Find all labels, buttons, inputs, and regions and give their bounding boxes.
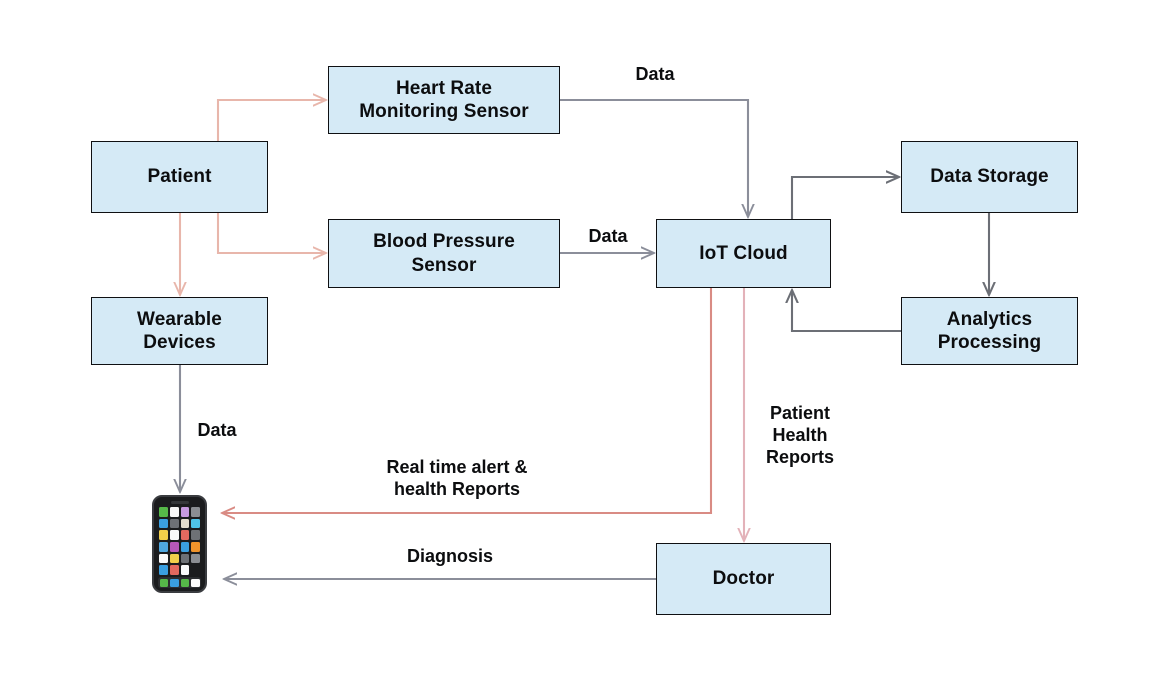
smartphone-app-icon bbox=[169, 553, 179, 564]
smartphone-app-icon bbox=[159, 542, 168, 552]
smartphone-app-icon bbox=[169, 518, 179, 529]
edge-label-data-wearable-to-smartphone: Data bbox=[197, 420, 237, 440]
node-data-storage[interactable]: Data Storage bbox=[901, 141, 1078, 213]
node-iot-cloud[interactable]: IoT Cloud bbox=[656, 219, 831, 288]
smartphone-dock bbox=[158, 577, 201, 588]
node-patient[interactable]: Patient bbox=[91, 141, 268, 213]
smartphone-dock-icon bbox=[191, 578, 200, 587]
node-doctor[interactable]: Doctor bbox=[656, 543, 831, 615]
smartphone-app-icon bbox=[191, 565, 200, 575]
smartphone-app-icon bbox=[159, 530, 168, 540]
smartphone-app-icon bbox=[180, 507, 190, 517]
node-analytics-processing[interactable]: Analytics Processing bbox=[901, 297, 1078, 365]
edge-label-diagnosis: Diagnosis bbox=[406, 546, 494, 566]
smartphone-app-icon bbox=[169, 530, 179, 540]
smartphone-app-icon bbox=[169, 507, 179, 517]
smartphone-app-icon bbox=[191, 530, 200, 540]
smartphone-app-icon bbox=[191, 553, 200, 564]
smartphone-app-icon bbox=[159, 553, 168, 564]
smartphone-body bbox=[152, 495, 207, 593]
smartphone-app-icon bbox=[191, 507, 200, 517]
smartphone-dock-icon bbox=[170, 578, 179, 587]
edge-label-data-blood-pressure-to-cloud: Data bbox=[588, 226, 628, 246]
smartphone-app-icon bbox=[191, 518, 200, 529]
edge-label-patient-health-reports: Patient Health Reports bbox=[765, 403, 834, 467]
smartphone-app-icon bbox=[180, 530, 190, 540]
edge-analytics-to-iot-cloud bbox=[792, 290, 901, 333]
edge-heart-rate-to-iot-cloud bbox=[560, 98, 748, 217]
smartphone-app-icon bbox=[180, 518, 190, 529]
smartphone-app-icon bbox=[169, 565, 179, 575]
edge-label-realtime-alert-health-reports: Real time alert & health Reports bbox=[386, 457, 528, 499]
smartphone-app-icon bbox=[191, 542, 200, 552]
edge-iot-cloud-to-smartphone bbox=[222, 288, 713, 513]
smartphone-dock-icon bbox=[180, 578, 189, 587]
smartphone-icon[interactable] bbox=[152, 495, 207, 593]
node-blood-pressure-sensor[interactable]: Blood Pressure Sensor bbox=[328, 219, 560, 288]
edge-iot-cloud-to-data-storage bbox=[790, 177, 899, 219]
smartphone-app-icon bbox=[180, 565, 190, 575]
smartphone-app-icon bbox=[159, 565, 168, 575]
node-wearable-devices[interactable]: Wearable Devices bbox=[91, 297, 268, 365]
smartphone-app-icon bbox=[180, 553, 190, 564]
edge-label-data-heart-rate-to-cloud: Data bbox=[635, 64, 675, 84]
edge-patient-to-heart-rate bbox=[216, 100, 326, 141]
smartphone-app-icon bbox=[169, 542, 179, 552]
node-heart-rate-monitoring-sensor[interactable]: Heart Rate Monitoring Sensor bbox=[328, 66, 560, 134]
edge-patient-to-blood-pressure bbox=[216, 213, 326, 253]
smartphone-app-grid bbox=[159, 507, 200, 575]
smartphone-speaker-notch bbox=[170, 501, 189, 504]
smartphone-app-icon bbox=[180, 542, 190, 552]
smartphone-app-icon bbox=[159, 507, 168, 517]
smartphone-dock-icon bbox=[159, 578, 168, 587]
smartphone-app-icon bbox=[159, 518, 168, 529]
